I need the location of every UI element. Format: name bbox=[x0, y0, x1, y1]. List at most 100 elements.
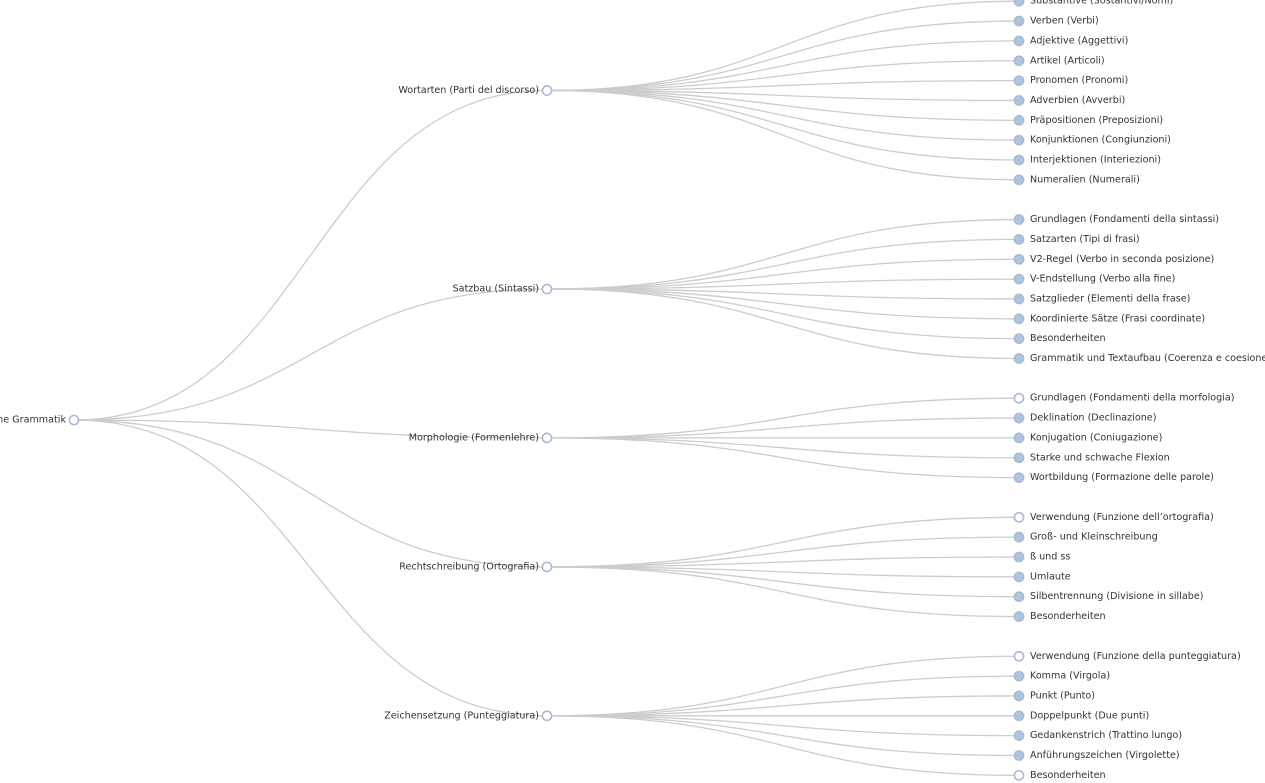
node-label: Verben (Verbi) bbox=[1030, 16, 1099, 27]
node-circle[interactable] bbox=[68, 414, 80, 426]
node-circle[interactable] bbox=[1013, 730, 1025, 742]
tree-node-branch[interactable]: Rechtschreibung (Ortografia) bbox=[399, 561, 553, 573]
tree-node-leaf[interactable]: Deklination (Declinazione) bbox=[1013, 412, 1156, 424]
link-branch-to-leaf bbox=[546, 566, 1020, 618]
node-circle[interactable] bbox=[1013, 769, 1025, 781]
tree-node-leaf[interactable]: Silbentrennung (Divisione in sillabe) bbox=[1013, 591, 1203, 603]
tree-node-leaf[interactable]: Verwendung (Funzione della punteggiatura… bbox=[1013, 650, 1241, 662]
tree-node-leaf[interactable]: Besonderheiten bbox=[1013, 769, 1106, 781]
node-label: Koordinierte Sätze (Frasi coordinate) bbox=[1030, 313, 1205, 324]
node-circle[interactable] bbox=[1013, 114, 1025, 126]
tree-node-leaf[interactable]: Konjugation (Coniugazione) bbox=[1013, 432, 1162, 444]
node-circle[interactable] bbox=[1013, 134, 1025, 146]
node-circle[interactable] bbox=[1013, 452, 1025, 464]
tree-node-branch[interactable]: Wortarten (Parti del discorso) bbox=[398, 85, 553, 96]
tree-node-leaf[interactable]: Grundlagen (Fondamenti della sintassi) bbox=[1013, 214, 1219, 225]
tree-node-leaf[interactable]: Anführungszeichen (Virgolette) bbox=[1013, 750, 1180, 761]
tree-node-leaf[interactable]: Umlaute bbox=[1013, 571, 1071, 583]
tree-node-leaf[interactable]: ß und ss bbox=[1013, 551, 1070, 563]
node-circle[interactable] bbox=[1013, 95, 1025, 106]
tree-node-root[interactable]: Deutsche Grammatik bbox=[0, 414, 80, 426]
tree-node-leaf[interactable]: Wortbildung (Formazione delle parole) bbox=[1013, 472, 1214, 483]
link-branch-to-leaf bbox=[546, 536, 1020, 568]
node-circle[interactable] bbox=[1013, 611, 1025, 622]
node-circle[interactable] bbox=[541, 283, 553, 295]
node-circle[interactable] bbox=[1013, 233, 1025, 245]
node-circle[interactable] bbox=[1013, 253, 1025, 265]
node-circle[interactable] bbox=[1013, 35, 1025, 47]
node-circle[interactable] bbox=[1013, 313, 1025, 325]
tree-node-leaf[interactable]: Interjektionen (Interiezioni) bbox=[1013, 154, 1161, 166]
link-branch-to-leaf bbox=[546, 20, 1020, 92]
node-circle[interactable] bbox=[1013, 15, 1025, 27]
tree-node-branch[interactable]: Morphologie (Formenlehre) bbox=[409, 432, 553, 444]
node-circle[interactable] bbox=[1013, 75, 1025, 86]
tree-node-leaf[interactable]: Besonderheiten bbox=[1013, 333, 1106, 345]
node-circle[interactable] bbox=[1013, 273, 1025, 285]
node-circle[interactable] bbox=[1013, 571, 1025, 583]
node-label: Morphologie (Formenlehre) bbox=[409, 432, 539, 443]
node-circle[interactable] bbox=[1013, 472, 1025, 483]
node-circle[interactable] bbox=[541, 432, 553, 444]
node-label: Adjektive (Aggettivi) bbox=[1030, 35, 1128, 46]
node-label: Starke und schwache Flexion bbox=[1030, 452, 1170, 463]
tree-node-leaf[interactable]: Verwendung (Funzione dell’ortografia) bbox=[1013, 511, 1214, 523]
node-circle[interactable] bbox=[1013, 353, 1025, 364]
link-branch-to-leaf bbox=[546, 40, 1020, 92]
link-branch-to-leaf bbox=[546, 715, 1020, 737]
tree-node-leaf[interactable]: Doppelpunkt (Due punti) bbox=[1013, 710, 1149, 722]
tree-node-leaf[interactable]: Numeralien (Numerali) bbox=[1013, 174, 1140, 186]
node-circle[interactable] bbox=[1013, 670, 1025, 682]
tree-node-branch[interactable]: Zeichensetzung (Punteggiatura) bbox=[384, 710, 553, 722]
node-circle[interactable] bbox=[1013, 710, 1025, 722]
node-circle[interactable] bbox=[1013, 511, 1025, 523]
tree-node-leaf[interactable]: Adjektive (Aggettivi) bbox=[1013, 35, 1128, 47]
tree-node-branch[interactable]: Satzbau (Sintassi) bbox=[453, 283, 553, 295]
tree-node-leaf[interactable]: Gedankenstrich (Trattino lungo) bbox=[1013, 730, 1182, 742]
node-label: Silbentrennung (Divisione in sillabe) bbox=[1030, 591, 1203, 602]
tree-node-leaf[interactable]: Punkt (Punto) bbox=[1013, 690, 1095, 702]
tree-node-leaf[interactable]: Groß- und Kleinschreibung bbox=[1013, 531, 1158, 543]
node-circle[interactable] bbox=[1013, 551, 1025, 563]
node-circle[interactable] bbox=[541, 561, 553, 573]
node-circle[interactable] bbox=[1013, 55, 1025, 67]
tree-node-leaf[interactable]: Koordinierte Sätze (Frasi coordinate) bbox=[1013, 313, 1205, 325]
tree-node-leaf[interactable]: Komma (Virgola) bbox=[1013, 670, 1110, 682]
node-circle[interactable] bbox=[1013, 591, 1025, 603]
tree-node-leaf[interactable]: V2-Regel (Verbo in seconda posizione) bbox=[1013, 253, 1214, 265]
node-circle[interactable] bbox=[541, 710, 553, 722]
node-circle[interactable] bbox=[1013, 531, 1025, 543]
node-circle[interactable] bbox=[1013, 432, 1025, 444]
node-circle[interactable] bbox=[1013, 333, 1025, 345]
tree-node-leaf[interactable]: V-Endstellung (Verbo alla fine) bbox=[1013, 273, 1175, 285]
node-circle[interactable] bbox=[1013, 214, 1025, 225]
node-circle[interactable] bbox=[1013, 392, 1025, 404]
link-branch-to-leaf bbox=[546, 89, 1020, 102]
node-circle[interactable] bbox=[1013, 293, 1025, 305]
tree-node-leaf[interactable]: Konjunktionen (Congiunzioni) bbox=[1013, 134, 1171, 146]
node-label: Satzarten (Tipi di frasi) bbox=[1030, 234, 1140, 245]
tree-node-leaf[interactable]: Grammatik und Textaufbau (Coerenza e coe… bbox=[1013, 353, 1265, 364]
node-circle[interactable] bbox=[1013, 690, 1025, 702]
node-circle[interactable] bbox=[1013, 412, 1025, 424]
tree-node-leaf[interactable]: Verben (Verbi) bbox=[1013, 15, 1099, 27]
tree-node-leaf[interactable]: Artikel (Articoli) bbox=[1013, 55, 1105, 67]
link-branch-to-leaf bbox=[546, 437, 1020, 479]
node-circle[interactable] bbox=[1013, 650, 1025, 662]
tree-node-leaf[interactable]: Satzarten (Tipi di frasi) bbox=[1013, 233, 1140, 245]
tree-node-leaf[interactable]: Adverbien (Avverbi) bbox=[1013, 95, 1125, 106]
tree-node-leaf[interactable]: Satzglieder (Elementi della frase) bbox=[1013, 293, 1190, 305]
node-circle[interactable] bbox=[1013, 174, 1025, 186]
node-circle[interactable] bbox=[1013, 154, 1025, 166]
node-label: Wortbildung (Formazione delle parole) bbox=[1030, 472, 1214, 483]
node-circle[interactable] bbox=[1013, 750, 1025, 761]
tree-node-leaf[interactable]: Pronomen (Pronomi) bbox=[1013, 75, 1128, 86]
tree-node-leaf[interactable]: Besonderheiten bbox=[1013, 611, 1106, 622]
link-branch-to-leaf bbox=[546, 238, 1020, 290]
node-circle[interactable] bbox=[1013, 0, 1025, 7]
tree-node-leaf[interactable]: Grundlagen (Fondamenti della morfologia) bbox=[1013, 392, 1235, 404]
tree-node-leaf[interactable]: Präpositionen (Preposizioni) bbox=[1013, 114, 1163, 126]
node-circle[interactable] bbox=[541, 85, 553, 96]
tree-node-leaf[interactable]: Substantive (Sostantivi/Nomi) bbox=[1013, 0, 1173, 7]
tree-node-leaf[interactable]: Starke und schwache Flexion bbox=[1013, 452, 1170, 464]
